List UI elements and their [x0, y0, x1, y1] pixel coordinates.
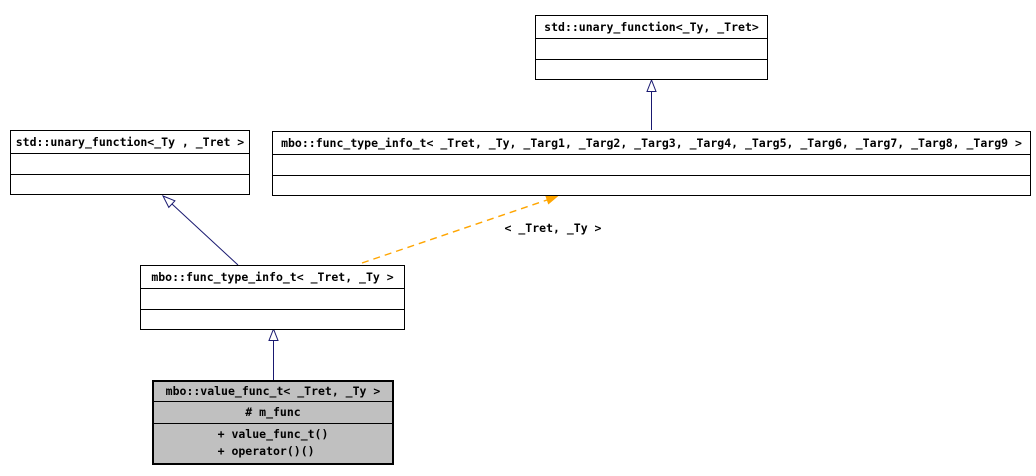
class-title: mbo::func_type_info_t< _Tret, _Ty, _Targ… — [273, 132, 1030, 155]
methods-list: + value_func_t() + operator()() — [218, 426, 329, 460]
template-edge-label: < _Tret, _Ty > — [504, 221, 602, 235]
attributes-compartment — [141, 289, 404, 310]
class-node-func-type-info[interactable]: mbo::func_type_info_t< _Tret, _Ty > — [140, 265, 405, 330]
class-node-std-unary-function-top[interactable]: std::unary_function<_Ty, _Tret> — [535, 15, 768, 80]
class-title: mbo::value_func_t< _Tret, _Ty > — [154, 382, 392, 402]
methods-compartment — [273, 176, 1030, 195]
method-operator-call: + operator()() — [217, 444, 315, 458]
class-title: mbo::func_type_info_t< _Tret, _Ty > — [141, 266, 404, 289]
attribute-m-func: # m_func — [154, 402, 392, 424]
inheritance-arrow-value-to-info — [268, 327, 279, 380]
methods-compartment — [141, 310, 404, 329]
methods-compartment — [11, 175, 249, 194]
method-value-func-t: + value_func_t() — [217, 427, 329, 441]
class-node-func-type-info-full[interactable]: mbo::func_type_info_t< _Tret, _Ty, _Targ… — [272, 131, 1031, 196]
class-node-value-func: mbo::value_func_t< _Tret, _Ty > # m_func… — [152, 380, 394, 465]
attributes-compartment — [273, 155, 1030, 176]
class-node-std-unary-function-left[interactable]: std::unary_function<_Ty , _Tret > — [10, 130, 250, 195]
attributes-compartment — [536, 39, 767, 60]
inheritance-arrow-info-to-unary — [161, 195, 239, 266]
methods-compartment — [536, 60, 767, 79]
attributes-compartment — [11, 154, 249, 175]
class-title: std::unary_function<_Ty, _Tret> — [536, 16, 767, 39]
class-title: std::unary_function<_Ty , _Tret > — [11, 131, 249, 154]
methods-compartment: + value_func_t() + operator()() — [154, 424, 392, 463]
inheritance-arrow-full-to-unary — [646, 78, 657, 130]
